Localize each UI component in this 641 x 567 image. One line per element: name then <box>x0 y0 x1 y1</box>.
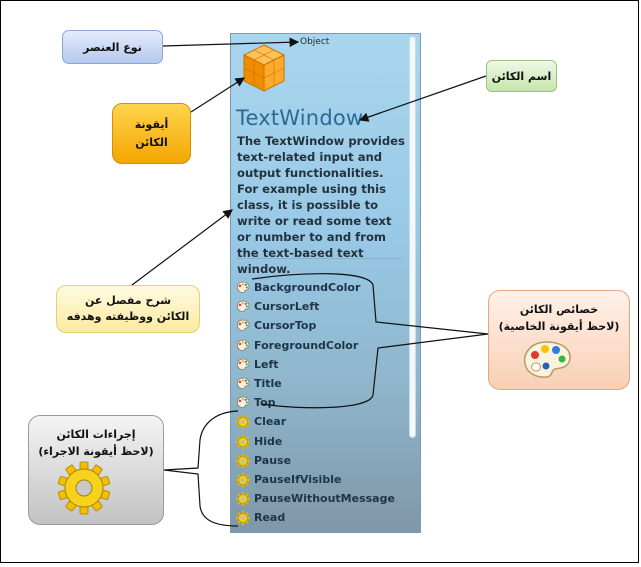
arrow-description <box>131 209 233 286</box>
gear-icon <box>236 453 250 468</box>
callout-properties-line2: (لاحظ أيقونة الخاصية) <box>498 320 620 333</box>
object-description: The TextWindow provides text-related inp… <box>237 134 405 276</box>
callout-operations-line2: (لاحظ أيقونة الاجراء) <box>38 445 154 458</box>
operation-label: PauseIfVisible <box>254 473 342 486</box>
gear-icon <box>236 414 250 429</box>
property-label: CursorTop <box>254 319 317 332</box>
callout-operations-line1: إجراءات الكائن <box>56 428 136 441</box>
property-item[interactable]: BackgroundColor <box>236 278 360 297</box>
property-label: Title <box>254 377 282 390</box>
bracket-operations <box>163 410 239 527</box>
property-item[interactable]: ForegroundColor <box>236 336 358 355</box>
palette-icon <box>522 340 572 384</box>
palette-icon <box>236 358 250 372</box>
operation-label: PauseWithoutMessage <box>254 492 395 505</box>
callout-element-type: نوع العنصر <box>62 30 163 64</box>
callout-object-name: اسم الكائن <box>486 60 557 92</box>
orange-cube-icon <box>242 43 286 97</box>
operation-item[interactable]: PauseIfVisible <box>236 470 341 489</box>
object-name: TextWindow <box>236 106 364 130</box>
palette-icon <box>236 300 250 314</box>
operation-label: Hide <box>254 435 283 448</box>
callout-object-icon-line1: أيقونة <box>134 117 169 131</box>
property-item[interactable]: CursorTop <box>236 316 316 335</box>
operation-item[interactable]: PauseWithoutMessage <box>236 489 395 508</box>
palette-icon <box>236 396 250 410</box>
operation-label: Read <box>254 511 286 524</box>
panel-scrollbar[interactable] <box>409 36 416 438</box>
bracket-properties <box>251 273 489 409</box>
operation-item[interactable]: Read <box>236 508 285 527</box>
operation-item[interactable]: Pause <box>236 451 291 470</box>
arrow-object-name <box>358 75 487 122</box>
object-type-label: Object <box>300 37 330 47</box>
operation-label: Pause <box>254 454 292 467</box>
property-label: ForegroundColor <box>254 339 359 352</box>
property-item[interactable]: CursorLeft <box>236 297 319 316</box>
property-label: BackgroundColor <box>254 281 361 294</box>
arrow-object-icon <box>190 77 246 113</box>
operation-item[interactable]: Clear <box>236 412 286 431</box>
palette-icon <box>236 281 250 295</box>
palette-icon <box>236 339 250 353</box>
palette-icon <box>236 377 250 391</box>
callout-properties-line1: خصائص الكائن <box>519 303 599 316</box>
arrow-element-type <box>162 37 300 48</box>
callout-object-name-text: اسم الكائن <box>491 69 552 83</box>
property-label: CursorLeft <box>254 300 320 313</box>
callout-object-icon: أيقونة الكائن <box>112 103 191 164</box>
operation-item[interactable]: Hide <box>236 432 282 451</box>
palette-icon <box>236 319 250 333</box>
callout-element-type-text: نوع العنصر <box>83 40 142 54</box>
gear-icon <box>236 434 250 449</box>
object-help-panel <box>230 33 421 533</box>
callout-description-line1: شرح مفصل عن <box>84 294 172 307</box>
callout-object-icon-line2: الكائن <box>135 135 168 149</box>
gear-icon <box>236 491 250 506</box>
gear-icon <box>236 472 250 487</box>
callout-properties: خصائص الكائن (لاحظ أيقونة الخاصية) <box>488 290 630 390</box>
panel-divider <box>236 258 402 259</box>
property-item[interactable]: Title <box>236 374 282 393</box>
callout-description: شرح مفصل عن الكائن ووظيفته وهدفه <box>56 285 200 333</box>
callout-description-line2: الكائن ووظيفته وهدفه <box>66 310 190 323</box>
property-label: Left <box>254 358 279 371</box>
property-item[interactable]: Left <box>236 355 279 374</box>
gear-icon <box>56 460 112 520</box>
operation-label: Clear <box>254 415 287 428</box>
gear-icon <box>236 510 250 525</box>
